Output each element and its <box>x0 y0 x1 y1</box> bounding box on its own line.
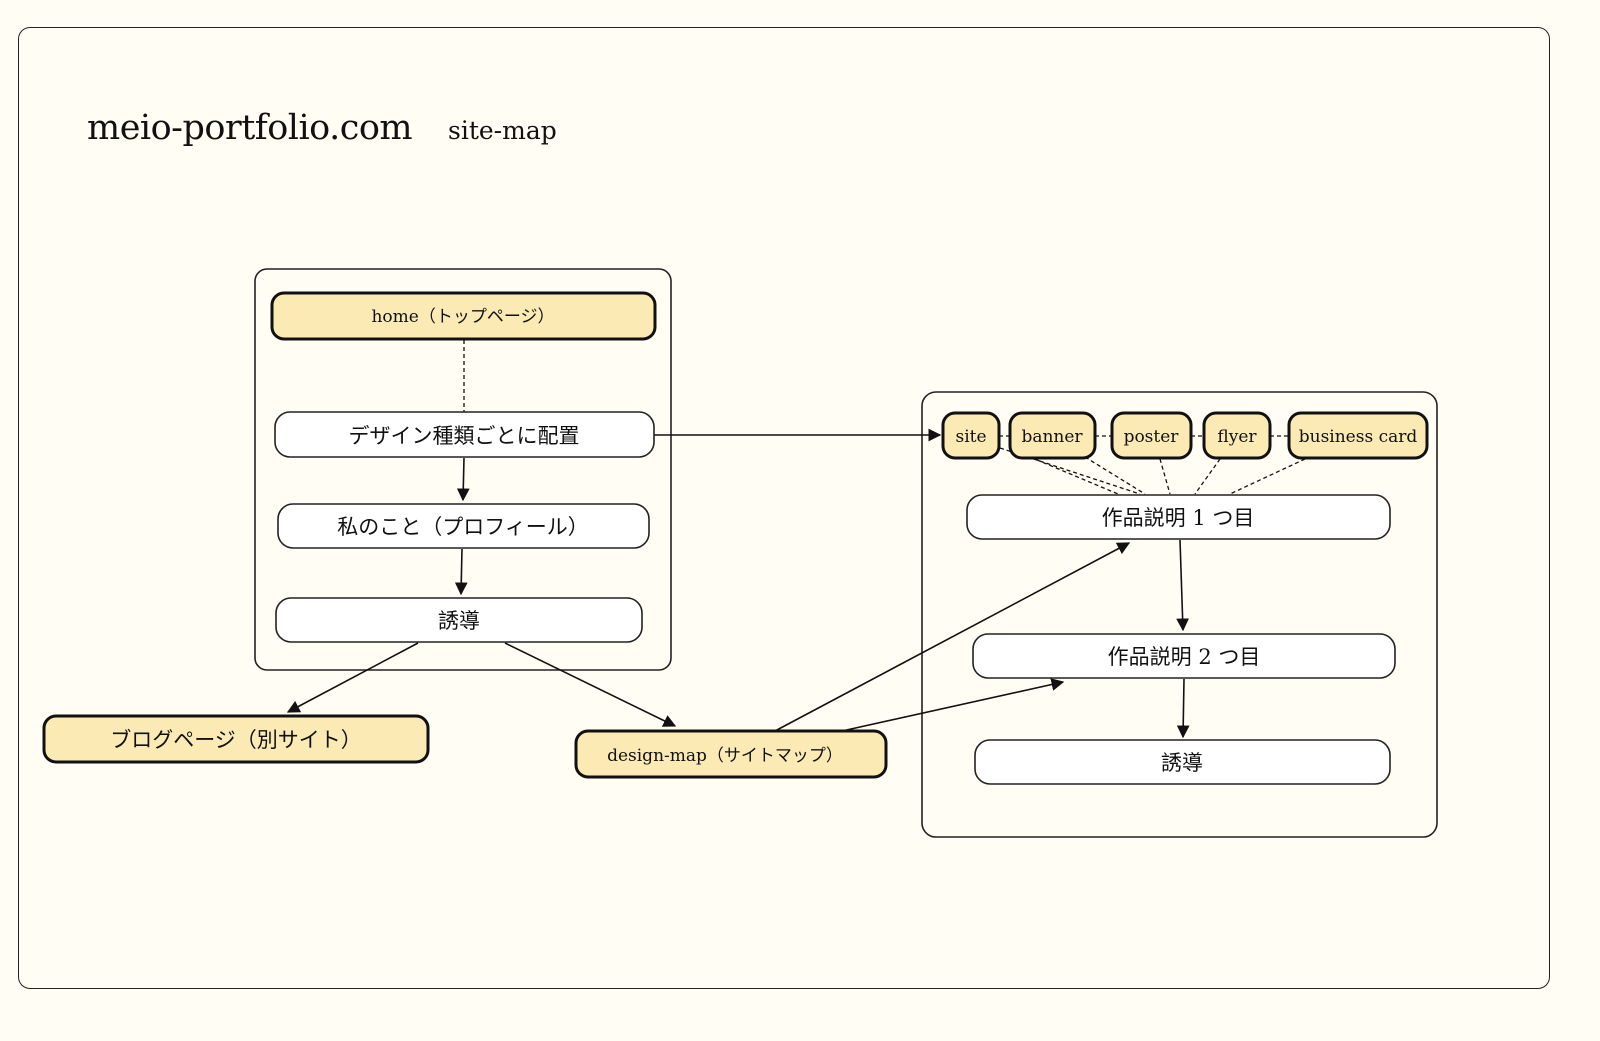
node-guide-2[interactable]: 誘導 <box>974 739 1391 785</box>
arrow-designmap-to-work1 <box>774 542 1131 732</box>
connector-banner-work1-a <box>1029 456 1119 495</box>
node-work-1[interactable]: 作品説明 1 つ目 <box>966 494 1391 540</box>
connector-businesscard-work1 <box>1229 458 1306 495</box>
arrow-layout-to-about <box>456 457 470 502</box>
arrow-guide-to-blog <box>286 642 419 713</box>
connector-banner-work1-b <box>1084 456 1146 495</box>
arrow-guide-to-designmap <box>504 642 677 727</box>
node-guide-1[interactable]: 誘導 <box>275 597 643 643</box>
connector-flyer-work1 <box>1194 458 1221 495</box>
node-about[interactable]: 私のこと（プロフィール） <box>277 503 650 549</box>
node-flyer[interactable]: flyer <box>1202 411 1272 460</box>
diagram-frame <box>18 27 1550 989</box>
site-subtitle: site-map <box>448 116 557 145</box>
arrow-work1-to-work2 <box>1176 539 1190 632</box>
site-title: meio-portfolio.com <box>87 108 413 148</box>
node-design-layout-label: デザイン種類ごとに配置 <box>349 424 580 448</box>
node-work-2-label: 作品説明 2 つ目 <box>1108 645 1261 669</box>
node-guide-1-label: 誘導 <box>438 609 480 633</box>
node-flyer-label: flyer <box>1217 427 1257 447</box>
arrow-about-to-guide <box>454 548 468 596</box>
node-site-label: site <box>955 427 986 447</box>
node-business-card-label: business card <box>1299 427 1418 447</box>
node-work-1-label: 作品説明 1 つ目 <box>1102 506 1255 530</box>
node-design-layout[interactable]: デザイン種類ごとに配置 <box>274 411 655 458</box>
node-business-card[interactable]: business card <box>1287 411 1429 460</box>
node-work-2[interactable]: 作品説明 2 つ目 <box>972 633 1396 679</box>
node-banner-label: banner <box>1021 427 1083 447</box>
node-design-map-label: design-map（サイトマップ） <box>607 746 843 766</box>
node-banner[interactable]: banner <box>1008 411 1097 460</box>
node-blog-label: ブログページ（別サイト） <box>110 728 362 752</box>
arrow-designmap-to-work2 <box>841 678 1065 732</box>
node-poster[interactable]: poster <box>1110 411 1193 460</box>
node-home[interactable]: home（トップページ） <box>270 291 657 341</box>
node-about-label: 私のこと（プロフィール） <box>337 515 589 539</box>
home-group <box>254 268 672 671</box>
connector-poster-work1 <box>1159 458 1171 495</box>
arrow-work2-to-guide <box>1176 678 1190 739</box>
node-guide-2-label: 誘導 <box>1161 751 1203 775</box>
node-home-label: home（トップページ） <box>371 307 554 327</box>
node-blog[interactable]: ブログページ（別サイト） <box>42 714 430 764</box>
node-poster-label: poster <box>1124 427 1180 447</box>
node-site[interactable]: site <box>941 411 1001 460</box>
node-design-map[interactable]: design-map（サイトマップ） <box>574 729 888 779</box>
works-group <box>921 391 1438 838</box>
